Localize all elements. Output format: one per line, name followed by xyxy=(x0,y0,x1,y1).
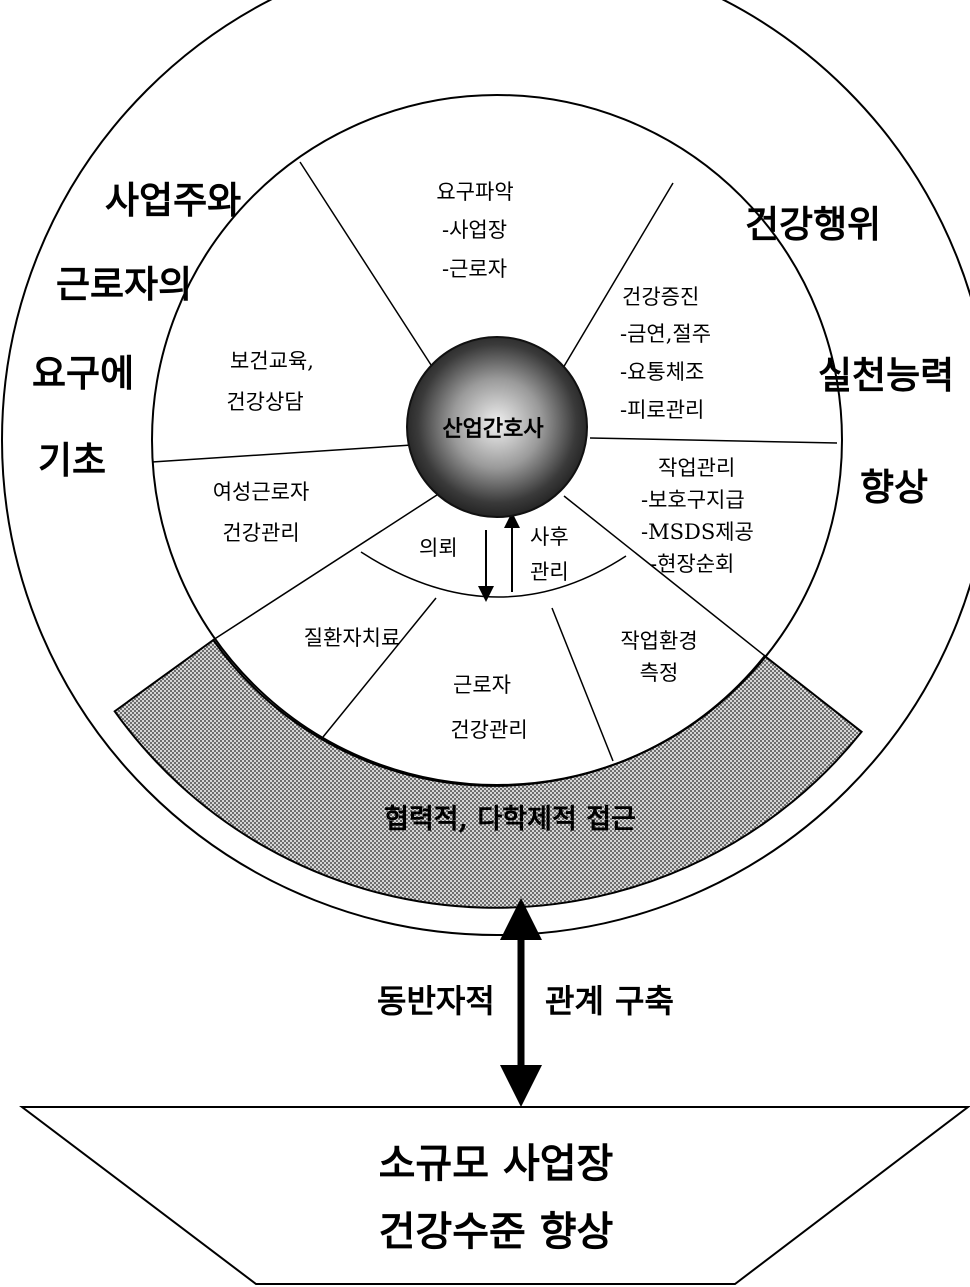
seg-work-mgmt-item3: -현장순회 xyxy=(650,552,734,576)
outer-left-line3: 요구에 xyxy=(32,352,134,395)
outer-right-line2: 실천능력 xyxy=(818,354,954,397)
seg-health-edu-line2: 건강상담 xyxy=(226,390,303,414)
outer-left-line1: 사업주와 xyxy=(105,179,241,222)
seg-work-env-line1: 작업환경 xyxy=(620,629,697,653)
seg-health-promotion-item1: -금연,절주 xyxy=(620,322,711,346)
seg-top-item1: -사업장 xyxy=(442,218,507,242)
referral-label: 의뢰 xyxy=(419,536,458,560)
goal-line1: 소규모 사업장 xyxy=(379,1141,614,1187)
outer-left-line2: 근로자의 xyxy=(56,263,192,306)
seg-health-promotion-title: 건강증진 xyxy=(622,285,699,309)
seg-work-env-line2: 측정 xyxy=(640,661,679,685)
referral-arc xyxy=(361,552,626,597)
seg-work-mgmt-item1: -보호구지급 xyxy=(641,488,745,512)
seg-women-line2: 건강관리 xyxy=(222,521,299,545)
followup-line1: 사후 xyxy=(530,525,569,549)
seg-top-title: 요구파악 xyxy=(436,180,513,204)
seg-work-mgmt-item2: -MSDS제공 xyxy=(641,520,754,544)
center-label: 산업간호사 xyxy=(442,417,544,442)
seg-worker-health-line1: 근로자 xyxy=(453,673,511,697)
goal-box xyxy=(22,1107,968,1284)
seg-women-line1: 여성근로자 xyxy=(213,480,310,504)
seg-patient-care: 질환자치료 xyxy=(304,626,401,650)
partnership-right: 관계 구축 xyxy=(545,982,674,1020)
outer-left-line4: 기초 xyxy=(38,439,106,482)
outer-right-line3: 향상 xyxy=(860,466,928,509)
seg-health-edu-line1: 보건교육, xyxy=(230,349,314,373)
seg-health-promotion-item2: -요통체조 xyxy=(620,360,704,384)
seg-top-item2: -근로자 xyxy=(442,257,507,281)
partnership-left: 동반자적 xyxy=(377,982,495,1020)
seg-health-promotion-item3: -피로관리 xyxy=(620,398,704,422)
followup-line2: 관리 xyxy=(530,560,569,584)
band-label: 협력적, 다학제적 접근 xyxy=(384,804,636,835)
seg-work-mgmt-title: 작업관리 xyxy=(658,456,735,480)
seg-worker-health-line2: 건강관리 xyxy=(450,718,527,742)
outer-right-line1: 건강행위 xyxy=(745,203,881,246)
arrow-down-head xyxy=(500,1065,542,1107)
goal-line2: 건강수준 향상 xyxy=(379,1209,614,1255)
